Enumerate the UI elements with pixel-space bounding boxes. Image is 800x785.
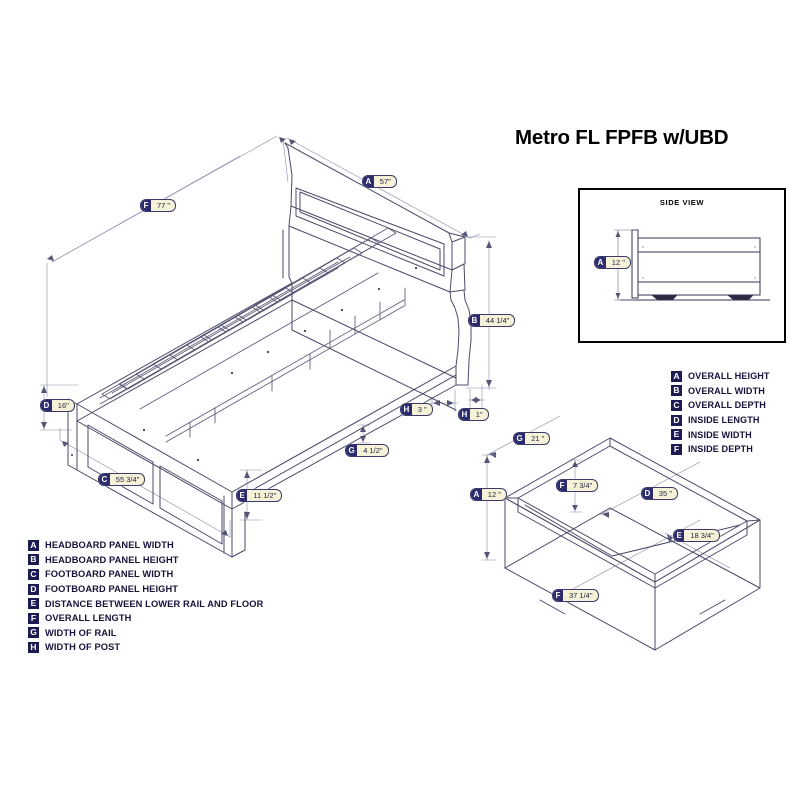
callout-key: A [595, 257, 606, 268]
legend-key-a: A [28, 539, 39, 551]
legend-item: H WIDTH OF POST [28, 640, 263, 655]
callout-value: 55 3/4" [115, 475, 140, 484]
callout-key: C [99, 474, 110, 485]
drawer-box [504, 437, 761, 651]
callout-key: E [674, 530, 685, 541]
legend-item: E INSIDE WIDTH [671, 427, 770, 442]
callout-drawer-e-inside-width: E 18 3/4" [673, 529, 720, 542]
callout-value: 18 3/4" [690, 531, 714, 540]
callout-key: H [401, 404, 412, 415]
legend-label: FOOTBOARD PANEL WIDTH [45, 569, 174, 580]
callout-value: 21 " [531, 434, 545, 443]
callout-key: H [459, 409, 470, 420]
callout-bed-c-footboard-width: C 55 3/4" [98, 473, 146, 486]
page-title: Metro FL FPFB w/UBD [515, 126, 729, 149]
callout-bed-h-post-width-3in: H 3 " [400, 403, 433, 416]
side-view-inset: SIDE VIEW [578, 188, 786, 343]
side-view-label: SIDE VIEW [659, 198, 705, 207]
callout-value: 11 1/2" [253, 491, 277, 500]
legend-item: E DISTANCE BETWEEN LOWER RAIL AND FLOOR [28, 596, 263, 611]
callout-value: 4 1/2" [363, 446, 383, 455]
callout-key: F [553, 590, 563, 601]
legend-item: C OVERALL DEPTH [671, 398, 770, 413]
legend-key-h: H [28, 641, 39, 653]
legend-key-g: G [28, 627, 39, 639]
legend-label: OVERALL HEIGHT [688, 371, 770, 382]
legend-label: FOOTBOARD PANEL HEIGHT [45, 584, 179, 595]
callout-bed-h-post-width-1in: H 1" [458, 408, 489, 421]
callout-value: 12 " [487, 490, 501, 499]
legend-key-a: A [671, 370, 682, 382]
callout-sideview-a: A 12 " [594, 256, 631, 269]
legend-item: D FOOTBOARD PANEL HEIGHT [28, 582, 263, 597]
legend-bed: A HEADBOARD PANEL WIDTH B HEADBOARD PANE… [28, 538, 263, 655]
legend-label: OVERALL WIDTH [688, 385, 765, 396]
legend-item: A HEADBOARD PANEL WIDTH [28, 538, 263, 553]
legend-label: HEADBOARD PANEL HEIGHT [45, 554, 179, 565]
callout-key: A [363, 176, 374, 187]
legend-item: A OVERALL HEIGHT [671, 369, 770, 384]
callout-value: 77 " [157, 201, 171, 210]
callout-value: 44 1/4" [485, 316, 510, 325]
callout-value: 3 " [417, 405, 427, 414]
callout-key: D [41, 400, 52, 411]
callout-bed-e-rail-to-floor: E 11 1/2" [236, 489, 283, 502]
side-view-drawing [614, 229, 770, 301]
legend-key-c: C [671, 399, 682, 411]
legend-item: F INSIDE DEPTH [671, 442, 770, 457]
callout-value: 12 " [611, 258, 625, 267]
legend-label: HEADBOARD PANEL WIDTH [45, 540, 174, 551]
callout-key: G [346, 445, 358, 456]
callout-value: 37 1/4" [569, 591, 593, 600]
legend-label: DISTANCE BETWEEN LOWER RAIL AND FLOOR [45, 598, 264, 609]
legend-key-b: B [28, 554, 39, 566]
slat-platform [99, 227, 406, 443]
callout-key: D [642, 488, 653, 499]
legend-label: INSIDE LENGTH [688, 415, 760, 426]
callout-drawer-d-inside-length: D 35 " [641, 487, 678, 500]
legend-label: OVERALL DEPTH [688, 400, 766, 411]
callout-drawer-a-overall-height: A 12 " [470, 488, 507, 501]
callout-key: G [514, 433, 526, 444]
callout-value: 57" [379, 177, 391, 186]
legend-item: B HEADBOARD PANEL HEIGHT [28, 553, 263, 568]
callout-value: 16" [57, 401, 69, 410]
legend-key-e: E [671, 429, 682, 441]
callout-bed-f-overall-length: F 77 " [140, 199, 177, 212]
legend-item: B OVERALL WIDTH [671, 384, 770, 399]
legend-key-c: C [28, 568, 39, 580]
legend-label: WIDTH OF RAIL [45, 627, 117, 638]
legend-item: G WIDTH OF RAIL [28, 626, 263, 641]
callout-key: B [469, 315, 480, 326]
callout-key: F [141, 200, 151, 211]
legend-drawer: A OVERALL HEIGHT B OVERALL WIDTH C OVERA… [671, 369, 770, 457]
legend-key-f: F [28, 612, 39, 624]
legend-key-f: F [671, 443, 682, 455]
callout-value: 35 " [658, 489, 672, 498]
legend-key-d: D [671, 414, 682, 426]
legend-item: D INSIDE LENGTH [671, 413, 770, 428]
legend-label: WIDTH OF POST [45, 642, 121, 653]
legend-key-d: D [28, 583, 39, 595]
legend-label: OVERALL LENGTH [45, 613, 132, 624]
legend-item: C FOOTBOARD PANEL WIDTH [28, 567, 263, 582]
callout-bed-b-headboard-height: B 44 1/4" [468, 314, 516, 327]
callout-key: F [557, 480, 567, 491]
legend-label: INSIDE DEPTH [688, 444, 753, 455]
callout-key: A [471, 489, 482, 500]
callout-drawer-f-overall-length: F 37 1/4" [552, 589, 599, 602]
callout-bed-g-rail-width: G 4 1/2" [345, 444, 389, 457]
callout-drawer-g-overall-depth: G 21 " [513, 432, 551, 445]
legend-key-b: B [671, 385, 682, 397]
callout-value: 7 3/4" [573, 481, 593, 490]
callout-value: 1" [475, 410, 483, 419]
legend-key-e: E [28, 598, 39, 610]
callout-key: E [237, 490, 248, 501]
callout-drawer-f-inside-depth: F 7 3/4" [556, 479, 599, 492]
legend-label: INSIDE WIDTH [688, 429, 752, 440]
callout-bed-a-headboard-width: A 57" [362, 175, 397, 188]
legend-item: F OVERALL LENGTH [28, 611, 263, 626]
callout-bed-d-footboard-height: D 16" [40, 399, 75, 412]
